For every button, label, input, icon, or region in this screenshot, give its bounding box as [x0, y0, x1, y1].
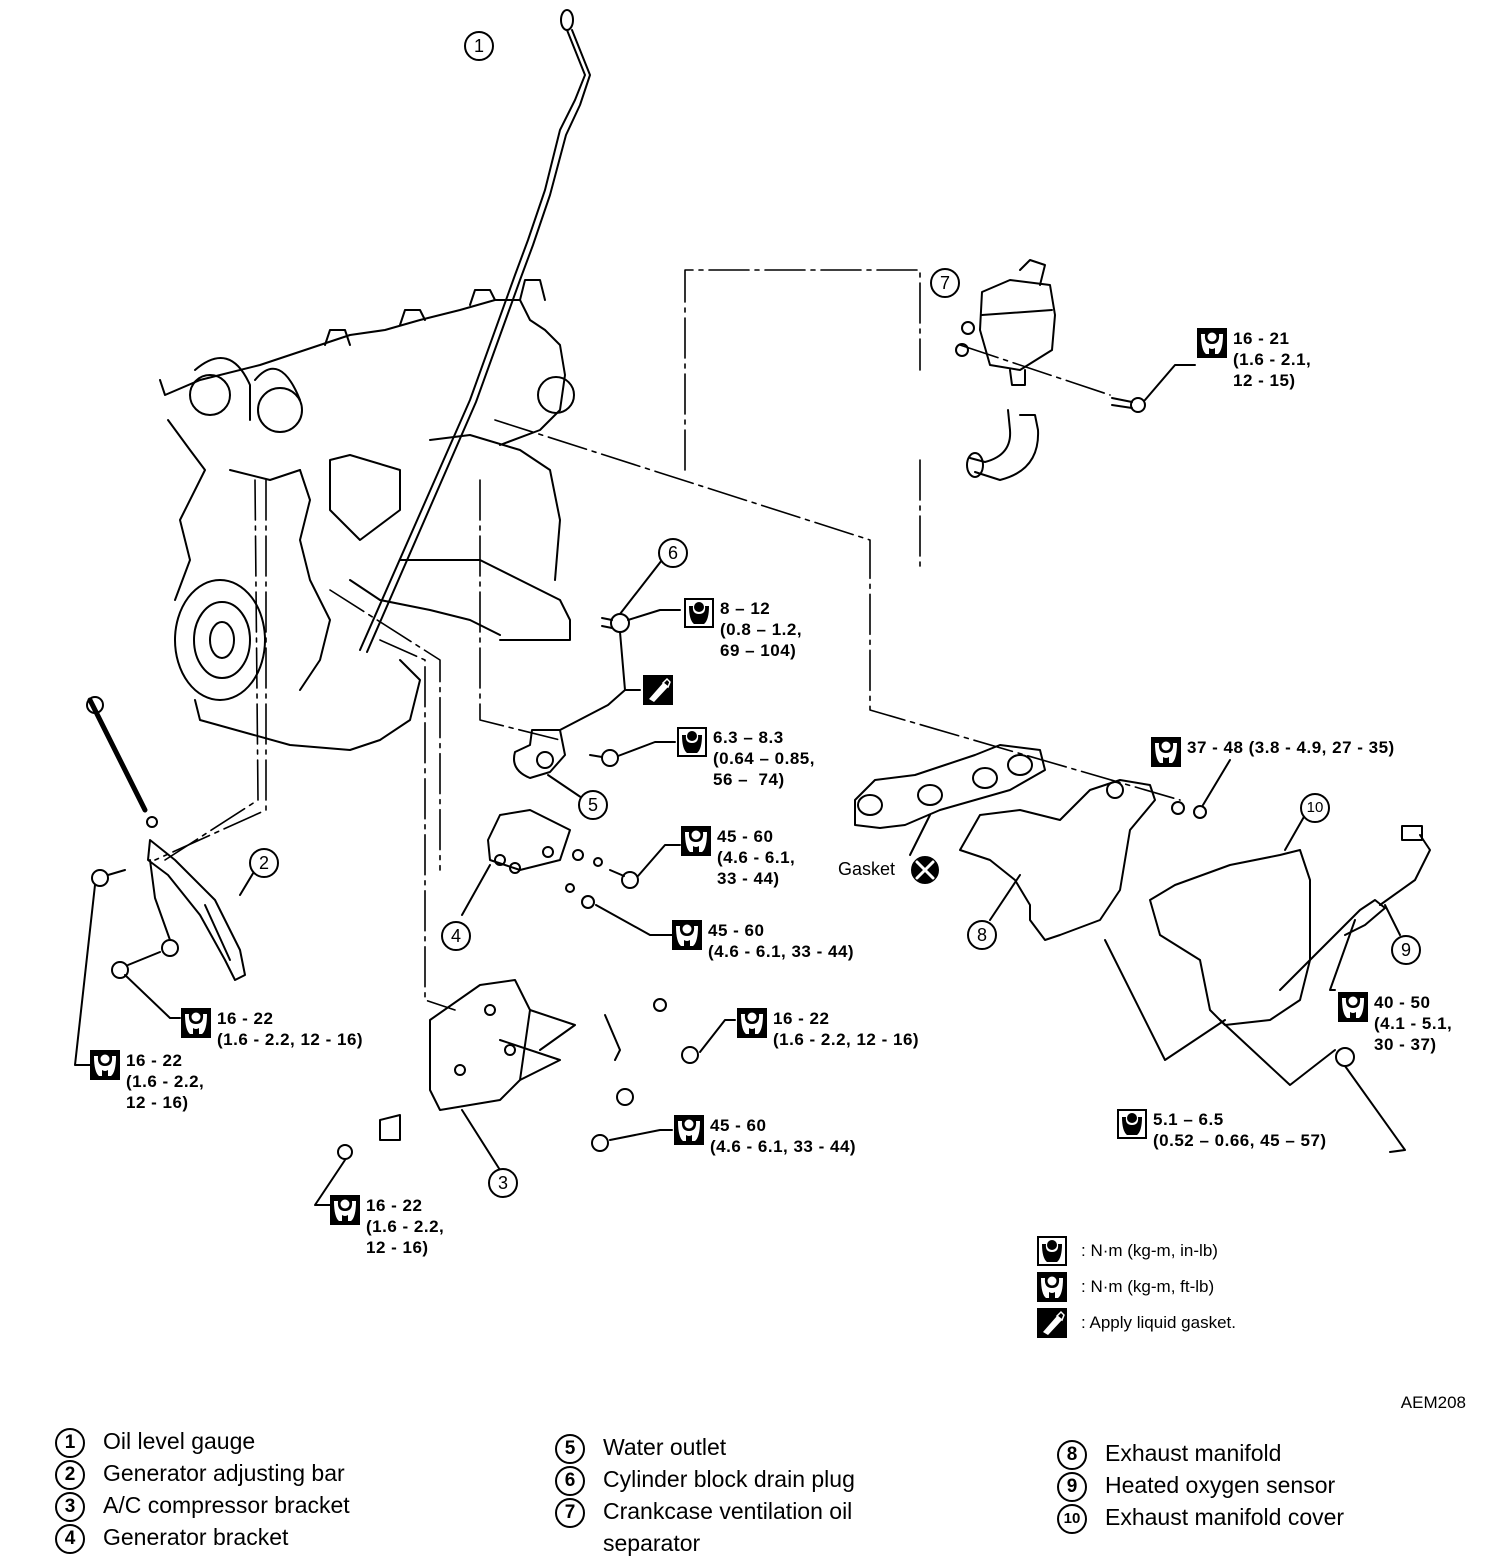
torque-spec-manifold-cover-bolt: 5.1 – 6.5(0.52 – 0.66, 45 – 57): [1117, 1109, 1326, 1172]
torque-spec-water-outlet-bolt: 6.3 – 8.3(0.64 – 0.85,56 – 74): [677, 727, 814, 790]
oil-separator-drawing: [955, 259, 1056, 481]
callout-4: 4: [441, 921, 471, 951]
callout-5: 5: [578, 790, 608, 820]
engine-block-drawing: [159, 279, 575, 751]
torque-spec-exhaust-manifold-nut: 37 - 48 (3.8 - 4.9, 27 - 35): [1151, 737, 1394, 800]
torque-ft-lb-icon: [674, 1115, 704, 1145]
part-number-badge: 8: [1057, 1440, 1087, 1470]
torque-ft-lb-icon: [181, 1008, 211, 1038]
torque-spec-adjusting-bar-bolt: 16 - 22(1.6 - 2.2, 12 - 16): [181, 1008, 363, 1071]
ac-compressor-bracket-drawing: [314, 979, 736, 1206]
torque-ft-lb-icon: [1338, 992, 1368, 1022]
part-number-badge: 9: [1057, 1472, 1087, 1502]
torque-in-lb-icon: [1117, 1109, 1147, 1139]
exhaust-manifold-drawing: [959, 759, 1231, 1061]
callout-3: 3: [488, 1168, 518, 1198]
generator-adjusting-bar-drawing: [74, 696, 256, 1066]
torque-ft-lb-icon: [90, 1050, 120, 1080]
callout-6: 6: [658, 538, 688, 568]
torque-spec-ac-bracket-stud: 16 - 22(1.6 - 2.2,12 - 16): [330, 1195, 444, 1258]
torque-ft-lb-icon: [330, 1195, 360, 1225]
torque-in-lb-icon: [684, 598, 714, 628]
part-number-badge: 2: [55, 1460, 85, 1490]
torque-ft-lb-icon: [737, 1008, 767, 1038]
torque-ft-lb-icon: [1197, 328, 1227, 358]
assembly-leader-lines: [154, 269, 1181, 1011]
water-outlet-drawing: [513, 729, 676, 801]
part-number-badge: 7: [555, 1498, 585, 1528]
torque-ft-lb-icon: [1151, 737, 1181, 767]
generator-bracket-drawing: [461, 809, 681, 936]
part-number-badge: 4: [55, 1524, 85, 1554]
torque-spec-generator-bracket-nut-lower: 45 - 60(4.6 - 6.1, 33 - 44): [672, 920, 854, 983]
oil-separator-bolt-drawing: [1111, 364, 1196, 413]
oxygen-sensor-drawing: [1279, 825, 1431, 991]
torque-ft-lb-icon: [1037, 1272, 1067, 1302]
torque-spec-oxygen-sensor: 40 - 50(4.1 - 5.1,30 - 37): [1338, 992, 1452, 1055]
torque-spec-ac-bracket-bolt-upper: 16 - 22(1.6 - 2.2, 12 - 16): [737, 1008, 919, 1071]
exhaust-gasket-drawing: [854, 744, 1046, 884]
liquid-gasket-icon: [642, 674, 674, 706]
part-number-badge: 1: [55, 1428, 85, 1458]
oil-level-gauge-drawing: [359, 9, 591, 653]
callout-2: 2: [249, 848, 279, 878]
part-number-badge: 6: [555, 1466, 585, 1496]
torque-spec-adjusting-bar-upper-bolt: 16 - 22(1.6 - 2.2,12 - 16): [90, 1050, 204, 1113]
part-number-badge: 5: [555, 1434, 585, 1464]
callout-10: 10: [1300, 793, 1330, 823]
gasket-label: Gasket: [838, 859, 896, 879]
part-number-badge: 10: [1057, 1504, 1087, 1534]
callout-1: 1: [464, 31, 494, 61]
drain-plug-drawing: [559, 559, 681, 731]
torque-ft-lb-icon: [681, 826, 711, 856]
torque-spec-ac-bracket-bolt-lower: 45 - 60(4.6 - 6.1, 33 - 44): [674, 1115, 856, 1178]
torque-spec-generator-bracket-bolt-upper: 45 - 60(4.6 - 6.1,33 - 44): [681, 826, 795, 889]
torque-in-lb-icon: [1037, 1236, 1067, 1266]
callout-8: 8: [967, 920, 997, 950]
callout-7: 7: [930, 268, 960, 298]
callout-9: 9: [1391, 935, 1421, 965]
torque-in-lb-icon: [677, 727, 707, 757]
liquid-gasket-icon: [1037, 1308, 1067, 1338]
exhaust-manifold-cover-drawing: [1149, 814, 1406, 1153]
torque-spec-drain-plug: 8 – 12(0.8 – 1.2,69 – 104): [684, 598, 802, 661]
torque-ft-lb-icon: [672, 920, 702, 950]
figure-code: AEM208: [1400, 1393, 1466, 1412]
torque-spec-oil-separator-bolt: 16 - 21(1.6 - 2.1,12 - 15): [1197, 328, 1311, 391]
part-number-badge: 3: [55, 1492, 85, 1522]
